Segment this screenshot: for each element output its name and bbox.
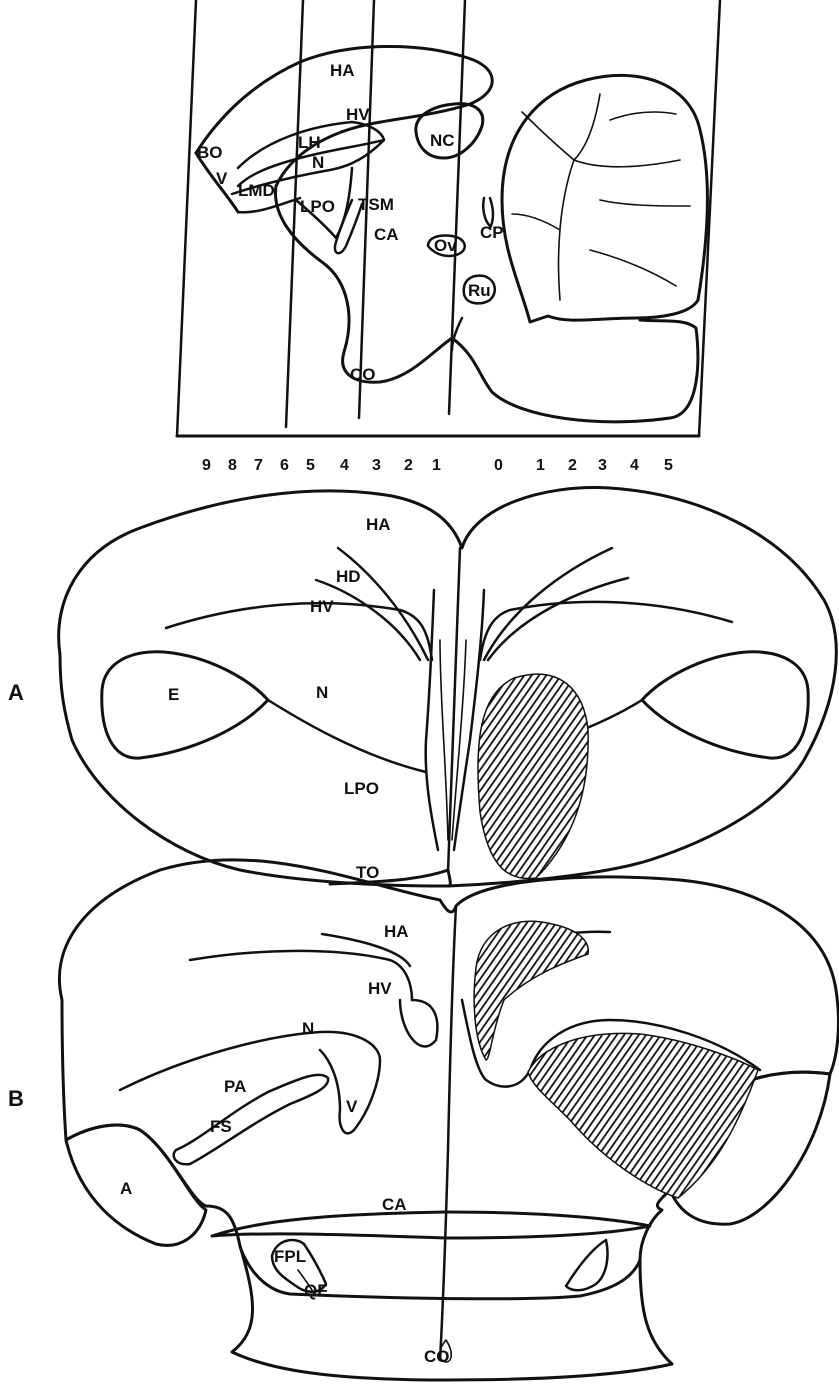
label-ca: CA [374,225,399,244]
label-hv: HV [310,597,334,616]
label-n: N [302,1019,314,1038]
scale-tick: 2 [404,457,413,474]
fpl-right [566,1240,608,1290]
label-bo: BO [197,143,223,162]
scale-tick-labels: 9 8 7 6 5 4 3 2 1 0 1 2 3 4 5 [202,457,673,474]
scale-tick: 5 [664,457,673,474]
label-hv: HV [368,979,392,998]
cerebellum-folia [512,94,690,300]
lesion-area-b-lower [528,1033,758,1198]
lesion-area-b-upper [474,921,588,1060]
label-v: V [216,169,228,188]
lamina-left [268,700,426,772]
label-ha: HA [384,922,409,941]
label-e: E [168,685,179,704]
cerebellum-outline [502,75,707,322]
scale-tick: 3 [598,457,607,474]
label-lpo: LPO [344,779,379,798]
scale-tick: 4 [630,457,639,474]
label-n: N [312,153,324,172]
lobe-a-left [66,1125,206,1245]
label-pa: PA [224,1077,246,1096]
ectostriatum-right [642,652,808,758]
label-cp: CP [480,223,504,242]
label-ov: Ov [434,236,457,255]
label-fs: FS [210,1117,232,1136]
reference-line [449,0,465,414]
scale-tick: 1 [536,457,545,474]
label-ha: HA [366,515,391,534]
scale-tick: 1 [432,457,441,474]
ventricle-v-left-2 [400,1000,437,1046]
reference-line [699,0,720,436]
midline [440,906,456,1360]
anterior-commissure [212,1212,650,1238]
label-co: CO [424,1347,450,1366]
section-b-side-label: B [8,1086,24,1111]
coronal-section-b: B HA HV N PA FS V A CA FPL QF CO [8,860,838,1380]
sagittal-section: HA HV LH N BO V LMD LPO TSM CA NC Ov CP … [177,0,720,474]
scale-tick: 6 [280,457,289,474]
ectostriatum-left [102,652,268,758]
label-ha: HA [330,61,355,80]
scale-tick: 2 [568,457,577,474]
label-qf: QF [304,1281,328,1300]
fs-outline [174,1075,328,1164]
label-tsm: TSM [358,195,394,214]
scale-tick: 7 [254,457,263,474]
section-a-side-label: A [8,680,24,705]
label-co: CO [350,365,376,384]
reference-line [177,0,196,436]
ventricle-slit-left [426,590,438,850]
label-lh: LH [298,133,321,152]
label-hv: HV [346,105,370,124]
label-ru: Ru [468,281,491,300]
label-lpo: LPO [300,197,335,216]
lesion-area-a [478,674,588,878]
label-fpl: FPL [274,1247,306,1266]
hv-line-left [166,603,432,660]
label-nc: NC [430,131,455,150]
label-n: N [316,683,328,702]
hd-line-right [488,578,628,660]
label-a: A [120,1179,132,1198]
scale-tick: 5 [306,457,315,474]
scale-tick: 8 [228,457,237,474]
ventricle-v-left [120,1032,380,1134]
scale-tick: 4 [340,457,349,474]
coronal-section-a: A HA HD HV E N LPO TO [8,488,836,886]
scale-tick: 9 [202,457,211,474]
scale-tick: 0 [494,457,503,474]
label-v: V [346,1097,358,1116]
label-hd: HD [336,567,361,586]
forebrain-outline [196,46,698,421]
label-ca: CA [382,1195,407,1214]
scale-tick: 3 [372,457,381,474]
label-lmd: LMD [238,181,275,200]
